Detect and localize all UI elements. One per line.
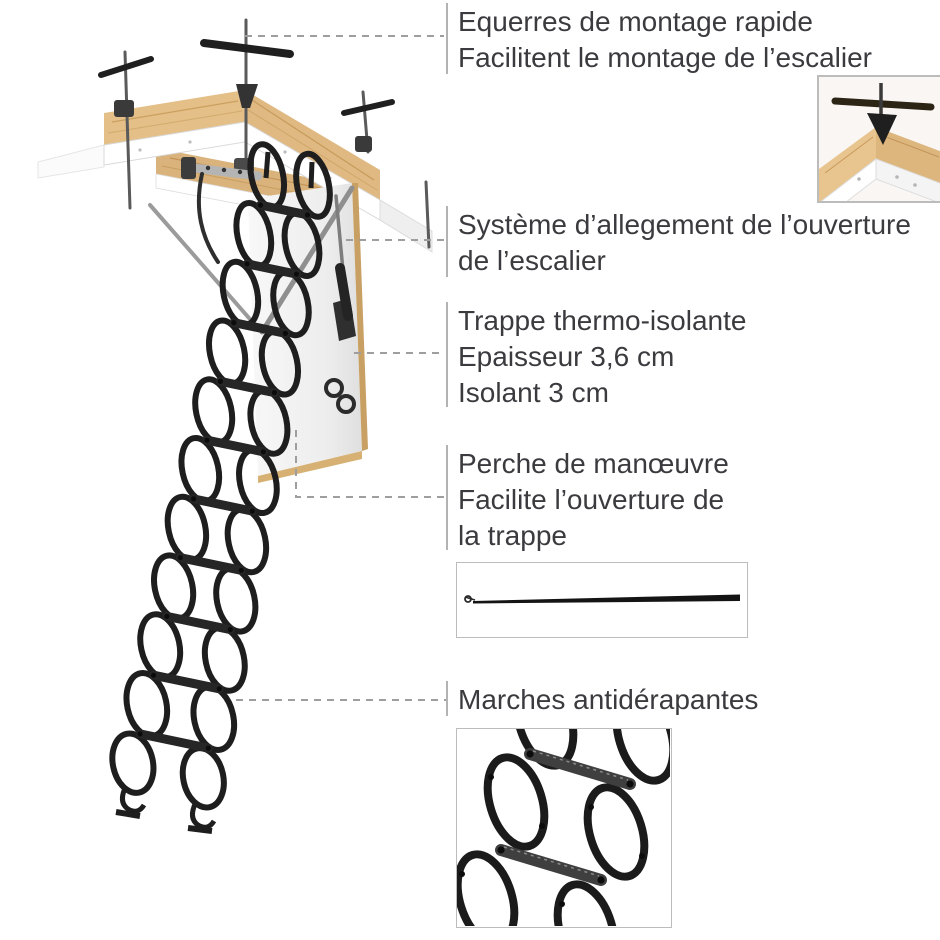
annotation-line: Equerres de montage rapide: [458, 6, 813, 37]
annotation-line: Facilite l’ouverture de: [458, 484, 725, 515]
bracket-detail-image: [817, 75, 940, 203]
scissor-ladder: [109, 141, 333, 834]
annotation-line: la trappe: [458, 520, 567, 551]
annotation-equerres: Equerres de montage rapide Facilitent le…: [446, 3, 872, 74]
operating-pole-icon: [464, 594, 740, 604]
ladder-bolts: [137, 202, 311, 751]
annotation-trappe: Trappe thermo-isolante Epaisseur 3,6 cm …: [446, 302, 747, 408]
annotation-line: Système d’allegement de l’ouverture: [458, 209, 911, 240]
leader-lines: [236, 35, 446, 701]
annotation-perche: Perche de manœuvre Facilite l’ouverture …: [446, 445, 729, 551]
annotation-line: Trappe thermo-isolante: [458, 305, 747, 336]
annotation-line: Perche de manœuvre: [458, 448, 729, 479]
quick-mount-bracket-icon: [819, 77, 940, 201]
annotation-line: Facilitent le montage de l’escalier: [458, 42, 872, 73]
anti-slip-steps-icon: [457, 729, 670, 926]
annotation-systeme: Système d’allegement de l’ouverture de l…: [446, 206, 911, 277]
steps-detail-image: [456, 728, 672, 928]
ladder-treads: [135, 200, 312, 753]
annotation-line: Epaisseur 3,6 cm: [458, 341, 675, 372]
annotation-line: Isolant 3 cm: [458, 377, 609, 408]
annotation-marches: Marches antidérapantes: [446, 681, 758, 716]
annotation-line: de l’escalier: [458, 245, 606, 276]
leader-perche: [295, 430, 445, 498]
ceiling-edge: [37, 144, 105, 179]
annotation-line: Marches antidérapantes: [458, 684, 759, 715]
pole-detail-image: [456, 562, 748, 638]
